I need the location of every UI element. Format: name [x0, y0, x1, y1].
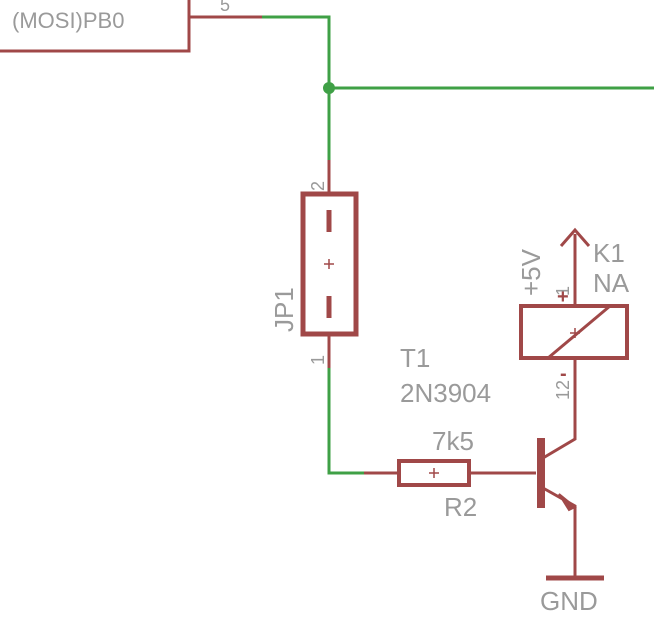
junction-dot — [323, 82, 335, 94]
k1-plus-mark: + — [557, 286, 569, 308]
k1-coil-body — [519, 304, 629, 360]
jp1-pin-1-number: 1 — [308, 355, 328, 365]
mcu-pin-name: (MOSI)PB0 — [12, 8, 124, 33]
r2-origin-cross — [429, 468, 439, 478]
jp1-pin-2-number: 2 — [308, 181, 328, 191]
r2-name-label: R2 — [444, 492, 477, 522]
k1-coil-diagonal — [547, 304, 611, 360]
r2-symbol[interactable] — [364, 459, 536, 487]
net-mosi-vertical[interactable] — [260, 15, 331, 162]
supply-label: +5V — [516, 248, 546, 296]
k1-value-label: NA — [593, 268, 630, 298]
k1-pin-2-number: 12 — [553, 380, 573, 400]
gnd-label: GND — [540, 586, 598, 616]
jp1-symbol[interactable] — [300, 160, 359, 368]
t1-emitter-arrow-icon — [558, 493, 577, 512]
k1-symbol[interactable] — [519, 234, 629, 368]
net-jp1-to-r2[interactable] — [327, 366, 366, 475]
t1-value-label: 2N3904 — [400, 378, 491, 408]
mcu-pin-number: 5 — [220, 0, 230, 15]
t1-emitter-lead — [542, 486, 577, 578]
r2-value-label: 7k5 — [432, 426, 474, 456]
k1-pin-1-number: 1 — [553, 286, 573, 296]
t1-name-label: T1 — [400, 343, 430, 373]
t1-collector-lead — [542, 368, 577, 460]
jp1-name-label: JP1 — [269, 287, 299, 332]
jp1-origin-cross — [324, 259, 334, 269]
k1-minus-mark: - — [560, 363, 567, 385]
mcu-block[interactable] — [0, 0, 262, 53]
k1-origin-cross — [570, 328, 580, 338]
supply-arrow-icon[interactable] — [559, 227, 591, 247]
nets — [260, 15, 654, 475]
k1-name-label: K1 — [593, 238, 625, 268]
